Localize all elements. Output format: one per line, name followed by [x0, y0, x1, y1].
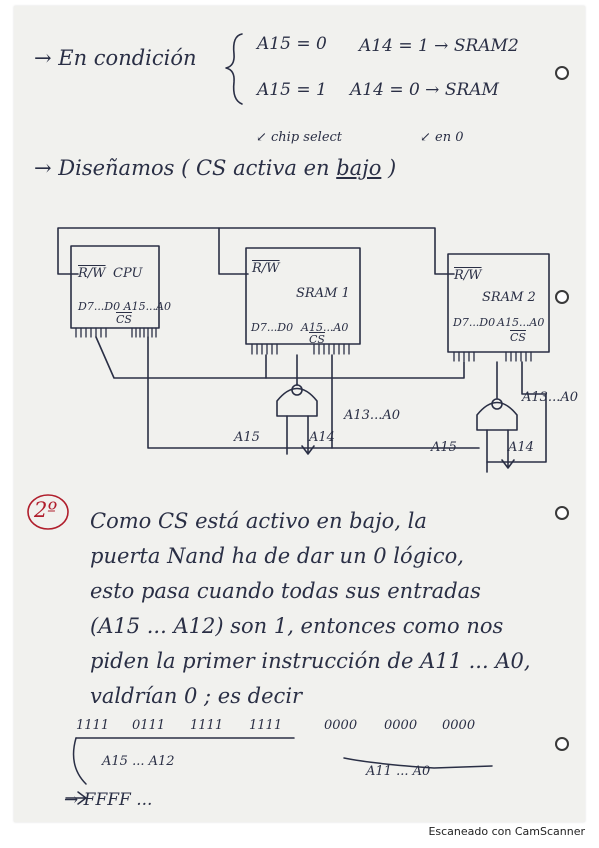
section-two-line-2: puerta Nand ha de dar un 0 lógico, [90, 544, 464, 568]
binary-group-5: 0000 [324, 718, 358, 733]
section-two-line-1: Como CS está activo en bajo, la [90, 509, 427, 533]
bracket-marks [65, 737, 493, 805]
cond-a14-zero-sram: A14 = 0 → SRAM [350, 80, 499, 100]
cpu-name: CPU [113, 266, 143, 281]
sram2-rw-label: R/W [454, 268, 482, 283]
circuit-diagram [57, 33, 550, 473]
sram1-addr-label: A15...A0 [301, 321, 349, 334]
annotation-chip-select: ↙ chip select [256, 130, 343, 145]
gate1-input-a15: A15 [234, 430, 260, 445]
binary-group-2: 0111 [132, 718, 166, 733]
bracket-right-label: A11 ... A0 [366, 764, 431, 779]
scanned-page: → En condición A15 = 0 A14 = 1 → SRAM2 A… [14, 6, 585, 822]
binder-hole-4 [555, 737, 569, 751]
binary-group-3: 1111 [190, 718, 224, 733]
gate1-input-a14: A14 [309, 430, 335, 445]
binder-hole-3 [555, 506, 569, 520]
cond-a15-one: A15 = 1 [257, 80, 327, 100]
design-bajo: bajo [336, 156, 382, 180]
binder-hole-1 [555, 66, 569, 80]
sram1-cs-label: CS [309, 333, 325, 346]
sram2-cs-label: CS [510, 331, 526, 344]
design-text: → Diseñamos ( CS activa en [34, 156, 330, 180]
gate2-input-a15: A15 [431, 440, 457, 455]
sram2-bus-label: D7...D0 [453, 316, 496, 329]
cpu-rw-label: R/W [78, 266, 106, 281]
bracket-left-label: A15 ... A12 [102, 754, 175, 769]
section-two-number: 2º [34, 498, 58, 522]
annotation-en-0: ↙ en 0 [420, 130, 464, 145]
binary-group-6: 0000 [384, 718, 418, 733]
section-two-marks [27, 494, 69, 530]
sram1-rw-label: R/W [252, 261, 280, 276]
cpu-bus-label: D7...D0 A15...A0 [78, 300, 171, 313]
section-two-line-4: (A15 ... A12) son 1, entonces como nos [90, 614, 504, 638]
section-two-line-6: valdrían 0 ; es decir [90, 684, 303, 708]
cond-a15-zero: A15 = 0 [257, 34, 327, 54]
result-ffff: → FFFF ... [64, 790, 153, 810]
binary-group-4: 1111 [249, 718, 283, 733]
note-line-condition: → En condición [34, 46, 197, 70]
section-two-line-3: esto pasa cuando todas sus entradas [90, 579, 481, 603]
section-two-line-5: piden la primer instrucción de A11 ... A… [90, 649, 531, 673]
gate2-bus-label: A13...A0 [522, 390, 578, 405]
sram2-addr-label: A15...A0 [497, 316, 545, 329]
binder-hole-2 [555, 290, 569, 304]
cpu-cs-label: CS [116, 313, 132, 326]
gate2-input-a14: A14 [508, 440, 534, 455]
design-end: ) [388, 156, 397, 180]
sram1-name: SRAM 1 [296, 286, 350, 301]
note-line-design: → Diseñamos ( CS activa en bajo ) [34, 156, 396, 180]
sram1-bus-label: D7...D0 [251, 321, 294, 334]
binary-group-1: 1111 [76, 718, 110, 733]
scanner-watermark: Escaneado con CamScanner [428, 825, 585, 838]
gate1-bus-label: A13...A0 [344, 408, 400, 423]
sram2-name: SRAM 2 [482, 290, 536, 305]
cond-a14-one-sram2: A14 = 1 → SRAM2 [359, 36, 519, 56]
binary-group-7: 0000 [442, 718, 476, 733]
